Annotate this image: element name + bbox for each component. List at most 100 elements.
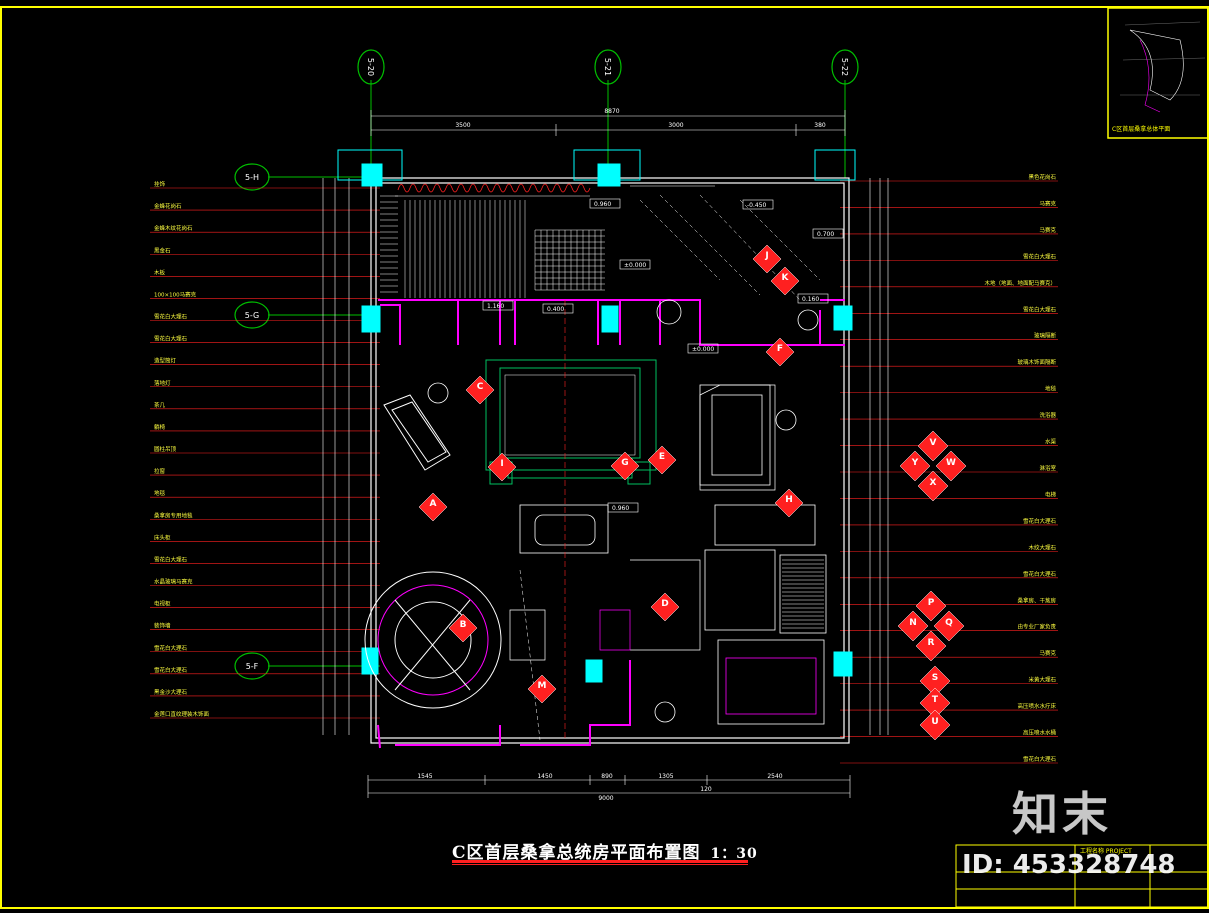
right-note-text: 洗浴器	[1039, 411, 1056, 419]
right-note-text: 高压喷水水桶	[1023, 729, 1057, 737]
level-marker-text: ±0.000	[624, 262, 646, 269]
level-marker-text: 0.960	[612, 505, 629, 512]
left-note: 雪花白大理石	[150, 644, 380, 653]
left-note-text: 水晶玻璃马赛克	[154, 578, 193, 586]
left-note-text: 躺椅	[154, 423, 166, 431]
elevation-marker-C: C	[465, 375, 495, 405]
right-note: 高压喷水水桶	[840, 729, 1058, 737]
left-note-text: 装饰墙	[154, 622, 171, 630]
grid-bubble-5-F: 5-F	[234, 652, 270, 680]
elevation-marker-label: H	[785, 495, 793, 505]
elevation-marker-label: W	[946, 458, 956, 468]
grid-bubble-5-22: 5-22	[831, 49, 859, 85]
left-note: 金蜂木纹花岗石	[150, 224, 380, 233]
structural-columns	[361, 163, 853, 683]
left-note-text: 黑金石	[154, 246, 171, 254]
dim-bottom-total: 9000	[598, 795, 613, 802]
left-note: 金蜂花岗石	[150, 202, 380, 211]
right-note: 雪花白大理石	[840, 252, 1058, 261]
right-note-text: 高压喷水水疗床	[1017, 702, 1056, 710]
right-note: 木地（地面、地面配马赛克）	[840, 279, 1058, 288]
elevation-marker-label: K	[782, 273, 790, 283]
image-id-label: ID: 453328748	[962, 850, 1176, 880]
left-note: 躺椅	[150, 423, 380, 432]
left-note-text: 挂饰	[154, 180, 166, 188]
left-note: 电视柜	[150, 600, 380, 608]
level-marker-text: 0.700	[817, 231, 834, 238]
right-note: 玻璃隔断	[840, 332, 1058, 341]
elevation-marker-label: C	[477, 382, 484, 392]
grid-lines	[268, 80, 846, 667]
left-note-text: 雪花白大理石	[154, 335, 188, 343]
left-note-text: 落地灯	[154, 379, 171, 387]
left-note: 100×100马赛克	[150, 290, 380, 299]
left-note-text: 雪花白大理石	[154, 644, 188, 652]
elevation-marker-label: E	[659, 452, 665, 462]
elevation-marker-label: B	[460, 620, 467, 630]
left-note-text: 木板	[154, 268, 166, 276]
side-dimensions	[322, 178, 889, 735]
grid-bubble-5-20: 5-20	[357, 49, 385, 85]
lounge-chair	[383, 394, 451, 471]
round-spa	[364, 571, 502, 709]
partition-walls	[377, 299, 845, 749]
right-note-text: 木地（地面、地面配马赛克）	[984, 279, 1056, 287]
left-note-text: 金蜂花岗石	[154, 202, 182, 210]
left-note: 黑金石	[150, 246, 380, 255]
right-note-text: 水渠	[1045, 438, 1057, 446]
elevation-marker-W: W	[935, 450, 967, 482]
left-note-text: 茶几	[154, 401, 166, 409]
level-markers: ±0.0000.960-0.4500.1600.4001.1600.700±0.…	[482, 198, 844, 513]
right-note-text: 电梯	[1045, 490, 1057, 498]
left-note-text: 电视柜	[154, 600, 171, 608]
right-note-text: 雪花白大理石	[1023, 517, 1057, 525]
grid-bubble-label: 5-G	[245, 311, 259, 320]
keyplan-caption: C区首层桑拿总体平面	[1112, 125, 1170, 133]
dim-bottom-seg-4: 1305	[658, 773, 673, 780]
grid-bubble-5-G: 5-G	[234, 301, 270, 329]
elevation-marker-label: P	[928, 598, 935, 608]
grid-bubble-label: 5-20	[366, 58, 375, 76]
dim-top-total: 8870	[604, 108, 619, 115]
elevation-marker-label: A	[430, 499, 437, 509]
right-note-text: 雪花白大理石	[1023, 252, 1057, 260]
right-note: 马赛克	[840, 199, 1058, 208]
drawing-title-text: C区首层桑拿总统房平面布置图	[452, 843, 701, 863]
elevation-marker-label: V	[930, 438, 937, 448]
dim-bottom-small: 120	[700, 786, 712, 793]
left-note: 水晶玻璃马赛克	[150, 578, 380, 586]
right-note-text: 由专业厂家负责	[1017, 623, 1056, 631]
level-marker-text: ±0.000	[692, 346, 714, 353]
right-note: 高压喷水水疗床	[840, 702, 1058, 711]
right-note-text: 玻璃隔断	[1034, 332, 1057, 340]
left-note-text: 床头柜	[154, 533, 171, 541]
level-marker: 0.960	[607, 502, 639, 513]
right-note-leaders: 黑色花岗石马赛克马赛克雪花白大理石木地（地面、地面配马赛克）雪花白大理石玻璃隔断…	[840, 173, 1058, 764]
left-note: 拉窗	[150, 467, 380, 476]
left-note: 木板	[150, 268, 380, 277]
right-note: 桑拿房、干蒸房	[840, 596, 1058, 605]
left-note: 茶几	[150, 401, 380, 410]
left-note-text: 造型筒灯	[154, 357, 177, 365]
elevation-marker-U: U	[919, 709, 951, 741]
key-plan: C区首层桑拿总体平面	[1107, 7, 1209, 139]
level-marker: 0.160	[797, 293, 829, 304]
elevation-marker-Q: Q	[933, 610, 965, 642]
left-note: 床头柜	[150, 533, 380, 542]
elevation-marker-B: B	[448, 613, 478, 643]
level-marker-text: 0.960	[594, 201, 611, 208]
title-block-project: 工程名称 PROJECT	[1080, 847, 1132, 855]
elevation-marker-A: A	[418, 492, 448, 522]
right-note: 雪花白大理石	[840, 755, 1058, 764]
right-note: 马赛克	[840, 649, 1058, 658]
right-note-text: 桑拿房、干蒸房	[1017, 596, 1056, 604]
elevation-marker-label: Y	[911, 458, 919, 468]
grid-bubble-label: 5-22	[840, 58, 849, 76]
elevation-marker-label: N	[909, 618, 917, 628]
title-underline	[452, 860, 748, 863]
right-note: 木纹大理石	[840, 543, 1058, 552]
